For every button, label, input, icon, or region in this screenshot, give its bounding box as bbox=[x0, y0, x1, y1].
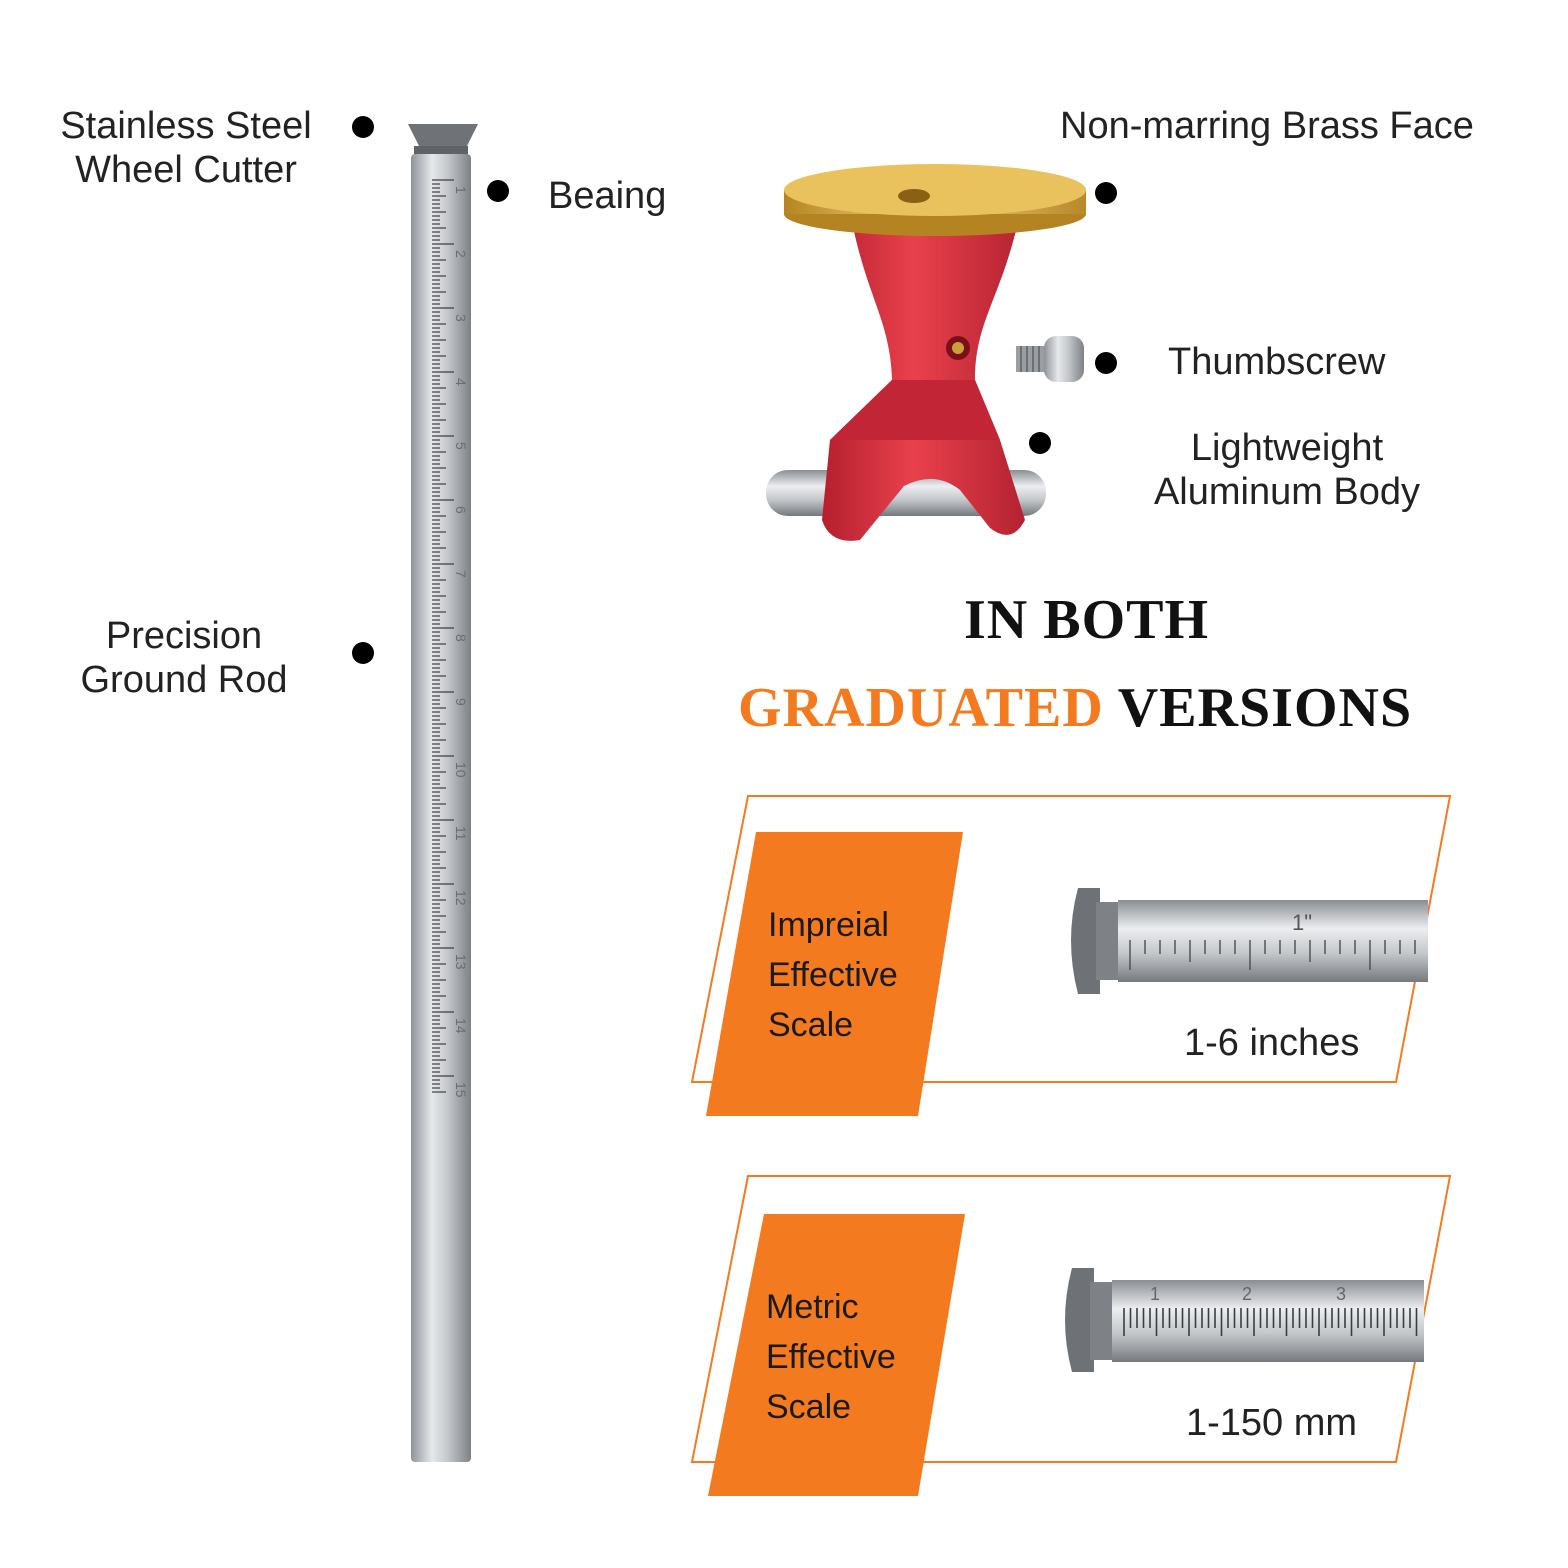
callout-dot-body bbox=[1029, 432, 1051, 454]
thumbscrew-icon bbox=[1016, 336, 1084, 382]
callout-dot-thumbscrew bbox=[1095, 352, 1117, 374]
rod-scale-ticks bbox=[432, 179, 454, 1093]
metric-scale-label-2: 2 bbox=[1242, 1284, 1252, 1304]
headline-rest: VERSIONS bbox=[1117, 677, 1413, 739]
rod-scale-number: 12 bbox=[453, 890, 469, 906]
rod-scale-number: 13 bbox=[453, 954, 469, 970]
imperial-scale-name: Impreial Effective Scale bbox=[768, 900, 898, 1050]
label-body-line2: Aluminum Body bbox=[1153, 471, 1421, 513]
rod-scale-number: 3 bbox=[453, 314, 469, 322]
metric-name-line1: Metric bbox=[766, 1288, 859, 1326]
gauge-head bbox=[766, 164, 1086, 541]
metric-range: 1-150 mm bbox=[1186, 1402, 1358, 1444]
rod-scale-number: 4 bbox=[453, 378, 469, 386]
rod-scale-number: 2 bbox=[453, 250, 469, 258]
label-wheel-cutter-line1: Stainless Steel bbox=[60, 105, 312, 147]
callout-dot-brass-face bbox=[1095, 182, 1117, 204]
label-brass-face: Non-marring Brass Face bbox=[1060, 105, 1474, 147]
metric-rod-closeup: 1 2 3 bbox=[1065, 1268, 1424, 1372]
imperial-scale-ticks bbox=[1129, 940, 1416, 970]
imperial-scale-label: 1" bbox=[1292, 910, 1312, 935]
headline-highlight: GRADUATED bbox=[738, 677, 1104, 739]
label-rod: Precision Ground Rod bbox=[62, 614, 306, 702]
metric-scale-name: Metric Effective Scale bbox=[766, 1282, 896, 1432]
imperial-panel-frame bbox=[690, 795, 1452, 1116]
rod-scale-number: 8 bbox=[453, 634, 469, 642]
rod-scale-number: 6 bbox=[453, 506, 469, 514]
label-body: Lightweight Aluminum Body bbox=[1140, 426, 1434, 514]
label-wheel-cutter-line2: Wheel Cutter bbox=[75, 149, 297, 191]
imperial-name-line1: Impreial bbox=[768, 906, 889, 944]
label-thumbscrew: Thumbscrew bbox=[1168, 341, 1386, 383]
metric-panel-frame bbox=[690, 1175, 1452, 1496]
rod-scale-number: 14 bbox=[453, 1018, 469, 1034]
rod-scale-number: 1 bbox=[453, 186, 469, 194]
imperial-range: 1-6 inches bbox=[1184, 1022, 1360, 1064]
imperial-name-line3: Scale bbox=[768, 1006, 854, 1044]
headline-line2: GRADUATED VERSIONS bbox=[738, 676, 1412, 740]
label-wheel-cutter: Stainless Steel Wheel Cutter bbox=[46, 104, 326, 192]
label-rod-line2: Ground Rod bbox=[80, 659, 288, 701]
rod-scale-number: 7 bbox=[453, 570, 469, 578]
metric-name-line3: Scale bbox=[766, 1388, 852, 1426]
rod-scale-number: 5 bbox=[453, 442, 469, 450]
label-bearing: Beaing bbox=[548, 175, 667, 217]
metric-scale-label-3: 3 bbox=[1336, 1284, 1346, 1304]
callout-dot-bearing bbox=[487, 180, 509, 202]
rod-scale-number: 11 bbox=[453, 826, 469, 841]
rod-scale-number: 15 bbox=[453, 1082, 469, 1098]
metric-scale-ticks bbox=[1123, 1308, 1418, 1336]
callout-dot-wheel-cutter bbox=[352, 116, 374, 138]
label-rod-line1: Precision bbox=[105, 615, 263, 657]
callout-dot-rod bbox=[352, 642, 374, 664]
metric-scale-label-1: 1 bbox=[1150, 1284, 1160, 1304]
rod-scale-number: 9 bbox=[453, 698, 469, 706]
imperial-name-line2: Effective bbox=[768, 956, 898, 994]
brass-face bbox=[784, 164, 1086, 216]
label-body-line1: Lightweight bbox=[1190, 427, 1384, 469]
rod-scale-number: 10 bbox=[453, 762, 469, 778]
imperial-rod-closeup: 1" bbox=[1071, 888, 1428, 994]
metric-name-line2: Effective bbox=[766, 1338, 896, 1376]
headline-line1: IN BOTH bbox=[964, 589, 1210, 651]
